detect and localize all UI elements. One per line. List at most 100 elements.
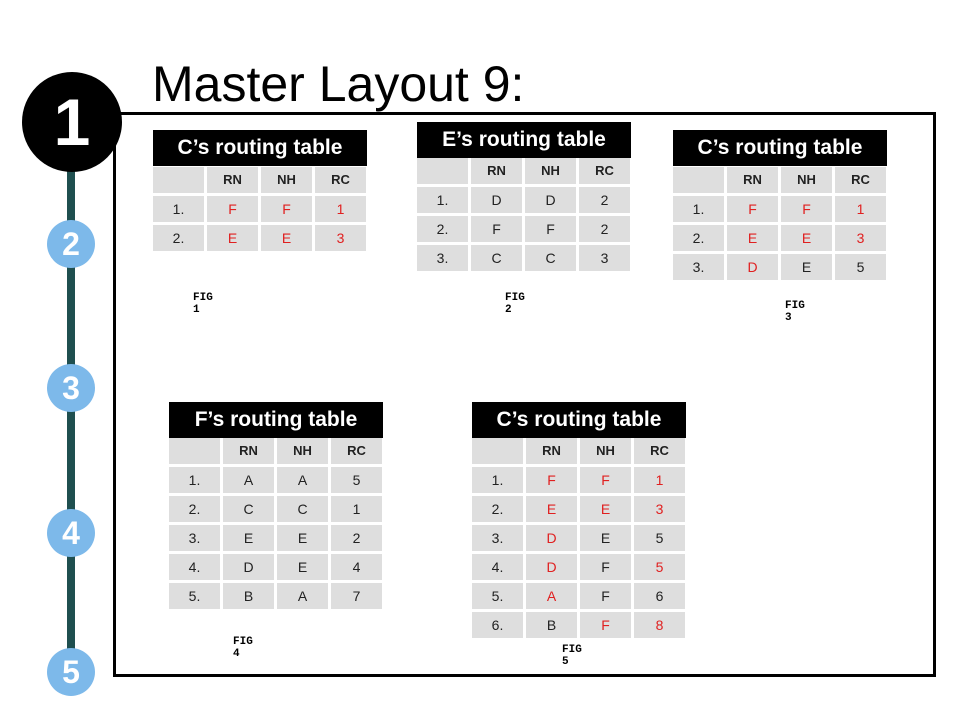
table-cell: 2. (472, 496, 523, 522)
table-cell: 2. (169, 496, 220, 522)
table-cell: D (223, 554, 274, 580)
table-cell: 1. (673, 196, 724, 222)
table-cell: A (277, 583, 328, 609)
table-cell: C (525, 245, 576, 271)
table-cell: E (223, 525, 274, 551)
table-cell: F (580, 612, 631, 638)
table-cell: B (223, 583, 274, 609)
table-cell: D (727, 254, 778, 280)
column-header (472, 438, 523, 464)
table-cell: F (207, 196, 258, 222)
table-cell: A (223, 467, 274, 493)
table-cell: E (277, 554, 328, 580)
table-cell: 3 (835, 225, 886, 251)
routing-table-title: F’s routing table (169, 402, 383, 438)
figure-caption: FIG 4 (233, 636, 253, 660)
table-cell: 5 (634, 554, 685, 580)
figure-caption: FIG 3 (785, 300, 805, 324)
table-cell: E (580, 496, 631, 522)
table-cell: 6 (634, 583, 685, 609)
table-cell: 8 (634, 612, 685, 638)
step-4-circle[interactable]: 4 (47, 509, 95, 557)
table-cell: 4. (472, 554, 523, 580)
table-cell: E (580, 525, 631, 551)
column-header: RN (471, 158, 522, 184)
column-header: RC (315, 167, 366, 193)
table-cell: 4. (169, 554, 220, 580)
column-header: NH (261, 167, 312, 193)
column-header: RN (223, 438, 274, 464)
table-cell: 2 (331, 525, 382, 551)
table-cell: 5. (169, 583, 220, 609)
table-cell: 6. (472, 612, 523, 638)
figure-caption: FIG 2 (505, 292, 525, 316)
table-cell: 3 (315, 225, 366, 251)
column-header (673, 167, 724, 193)
column-header: NH (525, 158, 576, 184)
column-header (153, 167, 204, 193)
table-cell: F (781, 196, 832, 222)
column-header (417, 158, 468, 184)
table-cell: 1 (331, 496, 382, 522)
table-cell: 2 (579, 187, 630, 213)
routing-table-title: C’s routing table (153, 130, 367, 166)
table-cell: 3. (472, 525, 523, 551)
table-cell: 2. (153, 225, 204, 251)
table-cell: 1. (153, 196, 204, 222)
table-cell: F (261, 196, 312, 222)
table-cell: 2. (417, 216, 468, 242)
routing-table-title: C’s routing table (472, 402, 686, 438)
table-cell: E (526, 496, 577, 522)
table-cell: 3 (579, 245, 630, 271)
table-cell: 5 (331, 467, 382, 493)
column-header: NH (781, 167, 832, 193)
table-cell: B (526, 612, 577, 638)
table-cell: 1 (835, 196, 886, 222)
table-cell: A (526, 583, 577, 609)
table-cell: E (277, 525, 328, 551)
column-header: RC (579, 158, 630, 184)
table-cell: 5. (472, 583, 523, 609)
table-cell: 1. (169, 467, 220, 493)
table-cell: F (526, 467, 577, 493)
table-cell: 2. (673, 225, 724, 251)
table-cell: 7 (331, 583, 382, 609)
step-2-circle[interactable]: 2 (47, 220, 95, 268)
step-5-circle[interactable]: 5 (47, 648, 95, 696)
step-3-circle[interactable]: 3 (47, 364, 95, 412)
step-1-circle[interactable]: 1 (22, 72, 122, 172)
table-cell: F (471, 216, 522, 242)
routing-table-title: E’s routing table (417, 122, 631, 158)
table-cell: D (525, 187, 576, 213)
table-cell: F (580, 467, 631, 493)
table-cell: 3. (169, 525, 220, 551)
table-cell: 1. (472, 467, 523, 493)
table-cell: A (277, 467, 328, 493)
column-header: RN (207, 167, 258, 193)
table-cell: D (526, 554, 577, 580)
table-cell: 3 (634, 496, 685, 522)
column-header: RC (835, 167, 886, 193)
table-cell: 2 (579, 216, 630, 242)
table-cell: C (471, 245, 522, 271)
table-cell: E (261, 225, 312, 251)
figure-caption: FIG 5 (562, 644, 582, 668)
